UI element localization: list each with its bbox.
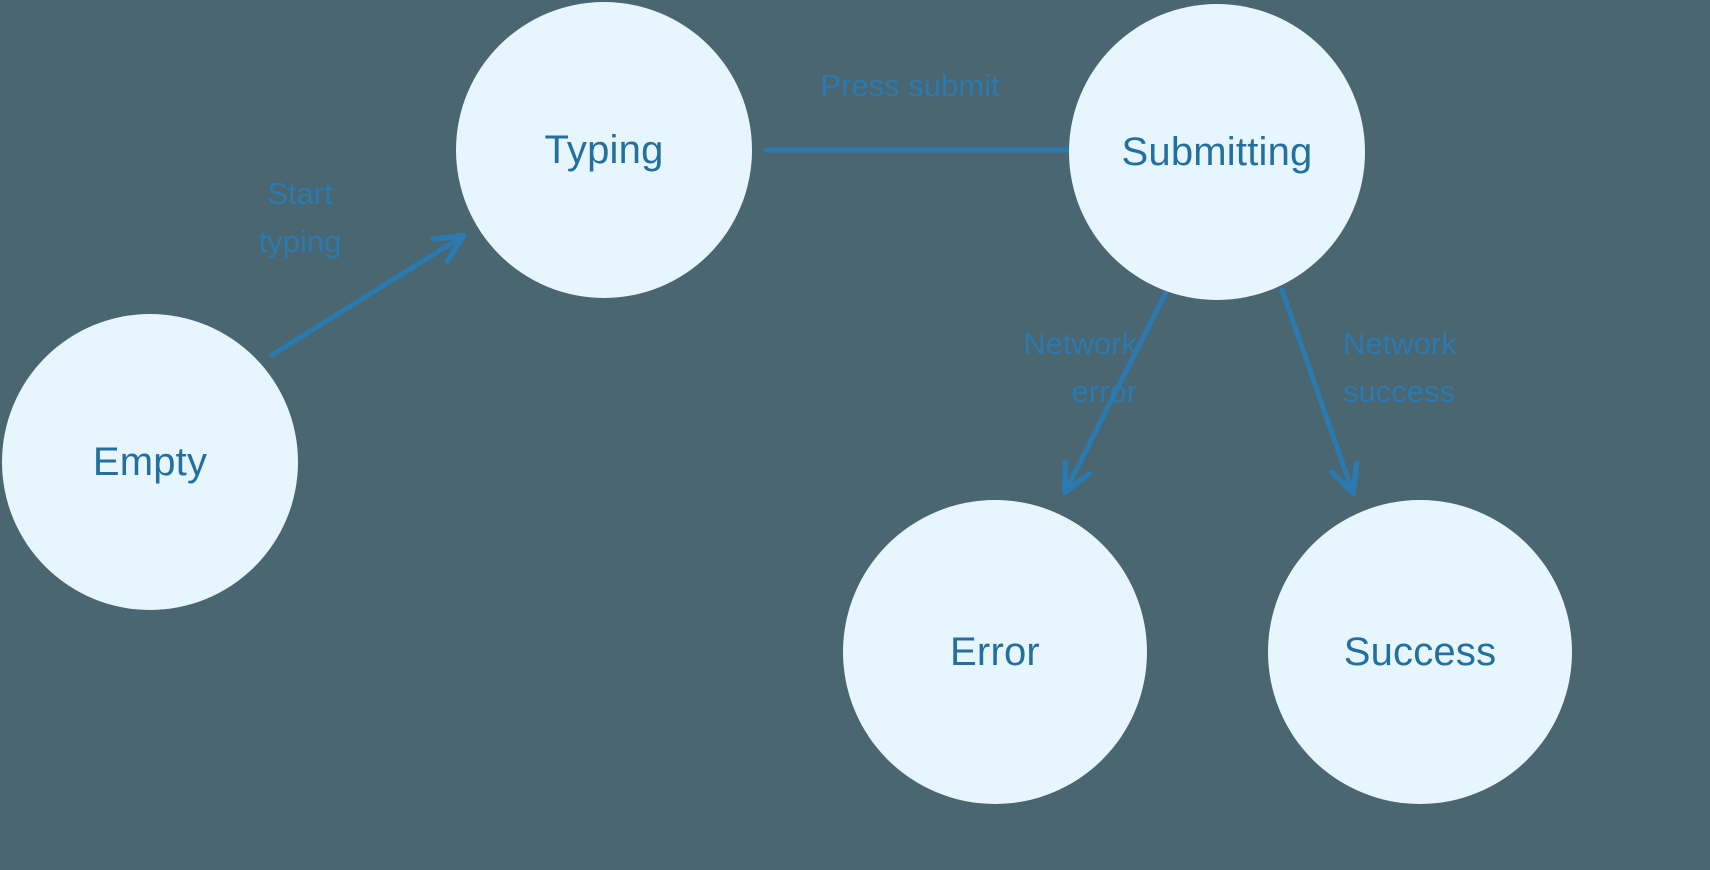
node-empty[interactable]: Empty xyxy=(2,314,298,610)
node-label-success: Success xyxy=(1343,630,1497,674)
edge-line-network-success xyxy=(1279,287,1353,493)
edge-label-press-submit: Press submit xyxy=(820,68,1000,103)
node-success[interactable]: Success xyxy=(1268,500,1572,804)
node-typing[interactable]: Typing xyxy=(456,2,752,298)
node-submitting[interactable]: Submitting xyxy=(1069,4,1365,300)
node-label-submitting: Submitting xyxy=(1121,130,1313,174)
edge-label-start-typing: Start typing xyxy=(258,176,342,260)
node-label-error: Error xyxy=(950,630,1040,674)
node-label-empty: Empty xyxy=(92,440,208,484)
edge-label-network-success: Network success xyxy=(1343,326,1457,410)
edge-line-start-typing xyxy=(269,236,463,358)
node-error[interactable]: Error xyxy=(843,500,1147,804)
edge-line-network-error xyxy=(1065,285,1171,492)
node-label-typing: Typing xyxy=(544,128,664,172)
edge-label-network-error: Network error xyxy=(1023,326,1137,410)
